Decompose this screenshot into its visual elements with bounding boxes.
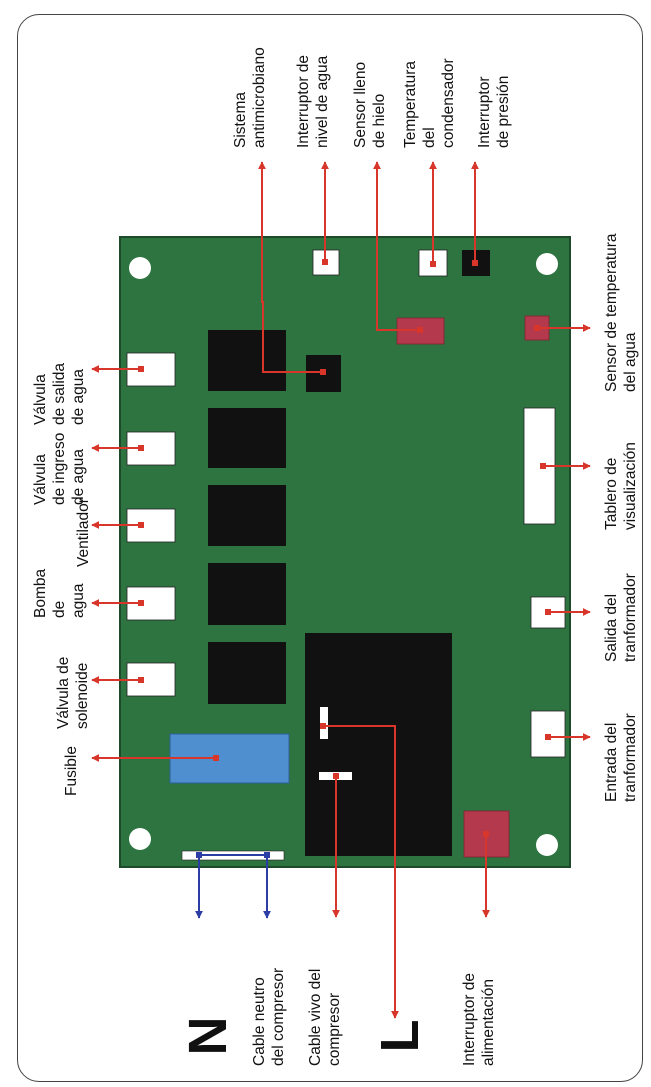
mounting-hole: [536, 253, 558, 275]
label-valvula-ingreso: Válvula de ingreso de agua: [32, 428, 87, 505]
relay-block: [208, 330, 286, 391]
label-sensor-temp-agua: Sensor de temperatura del agua: [603, 229, 639, 392]
label-tablero: Tablero de visualización: [603, 442, 639, 530]
label-temp-condensador: Temperatura del condensador: [402, 57, 457, 148]
relay-block: [208, 642, 286, 704]
label-antimicrobiano: Sistema antimicrobiano: [232, 47, 268, 148]
label-interruptor-presion: Interruptor de presión: [476, 72, 512, 148]
mounting-hole: [536, 834, 558, 856]
label-cable-neutro: Cable neutro del compresor: [251, 968, 287, 1066]
label-nivel-agua: Interruptor de nivel de agua: [295, 51, 331, 148]
relay-block: [208, 485, 286, 546]
mounting-hole: [129, 828, 151, 850]
relay-block: [208, 563, 286, 625]
connector-valvula-ingreso: [126, 431, 176, 466]
power-block: [305, 633, 452, 856]
label-salida-trafo: Salida del tranformador: [603, 573, 639, 662]
label-sensor-hielo: Sensor lleno de hielo: [352, 58, 388, 148]
relay-block: [208, 408, 286, 468]
label-entrada-trafo: Entrada del tranformador: [603, 713, 639, 802]
letter-n: N: [178, 1017, 238, 1056]
label-ventilador: Ventilador: [75, 498, 92, 567]
label-bomba: Bomba de agua: [32, 565, 87, 618]
label-interruptor-alimentacion: Interruptor de alimentación: [461, 969, 497, 1066]
mounting-hole: [129, 257, 151, 279]
label-solenoide: Válvula de solenoide: [55, 652, 91, 729]
label-cable-vivo: Cable vivo del compresor: [307, 964, 343, 1066]
outer-frame: [17, 14, 643, 1082]
label-valvula-salida: Válvula de salida de agua: [32, 359, 87, 425]
letter-l: L: [370, 1020, 430, 1053]
label-fusible: Fusible: [63, 746, 80, 796]
